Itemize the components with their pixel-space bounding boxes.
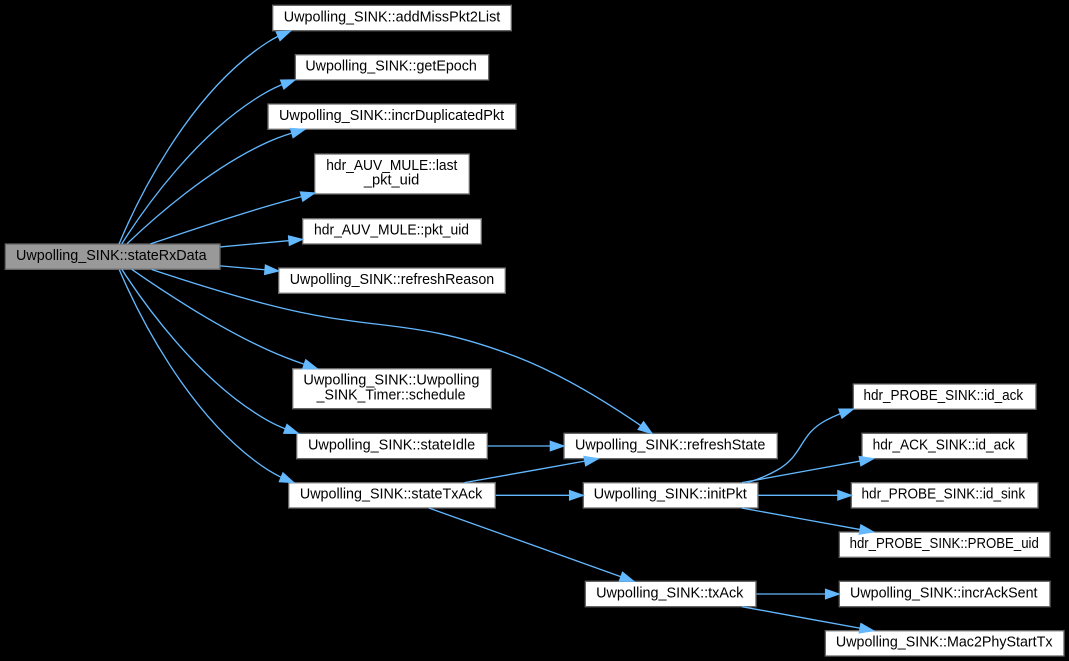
svg-text:_SINK_Timer::schedule: _SINK_Timer::schedule — [316, 387, 466, 403]
svg-text:hdr_AUV_MULE::last: hdr_AUV_MULE::last — [326, 158, 457, 174]
svg-text:Uwpolling_SINK::incrDuplicated: Uwpolling_SINK::incrDuplicatedPkt — [279, 108, 504, 124]
svg-text:Uwpolling_SINK::Mac2PhyStartTx: Uwpolling_SINK::Mac2PhyStartTx — [836, 635, 1053, 651]
svg-text:Uwpolling_SINK::refreshReason: Uwpolling_SINK::refreshReason — [290, 272, 495, 288]
svg-text:Uwpolling_SINK::addMissPkt2Lis: Uwpolling_SINK::addMissPkt2List — [284, 9, 501, 25]
svg-text:Uwpolling_SINK::stateIdle: Uwpolling_SINK::stateIdle — [308, 437, 475, 453]
svg-text:Uwpolling_SINK::stateRxData: Uwpolling_SINK::stateRxData — [16, 248, 207, 264]
svg-text:_pkt_uid: _pkt_uid — [363, 173, 419, 189]
svg-text:Uwpolling_SINK::stateTxAck: Uwpolling_SINK::stateTxAck — [300, 487, 483, 503]
svg-text:Uwpolling_SINK::getEpoch: Uwpolling_SINK::getEpoch — [305, 59, 477, 75]
svg-text:hdr_PROBE_SINK::id_sink: hdr_PROBE_SINK::id_sink — [862, 487, 1026, 503]
svg-text:Uwpolling_SINK::Uwpolling: Uwpolling_SINK::Uwpolling — [303, 373, 479, 389]
svg-text:Uwpolling_SINK::initPkt: Uwpolling_SINK::initPkt — [594, 487, 747, 503]
svg-text:Uwpolling_SINK::incrAckSent: Uwpolling_SINK::incrAckSent — [850, 585, 1037, 601]
svg-text:hdr_AUV_MULE::pkt_uid: hdr_AUV_MULE::pkt_uid — [314, 223, 469, 239]
svg-text:hdr_PROBE_SINK::PROBE_uid: hdr_PROBE_SINK::PROBE_uid — [850, 536, 1039, 552]
svg-text:hdr_ACK_SINK::id_ack: hdr_ACK_SINK::id_ack — [873, 437, 1016, 453]
svg-text:Uwpolling_SINK::refreshState: Uwpolling_SINK::refreshState — [575, 437, 765, 453]
svg-text:Uwpolling_SINK::txAck: Uwpolling_SINK::txAck — [596, 585, 744, 601]
svg-text:hdr_PROBE_SINK::id_ack: hdr_PROBE_SINK::id_ack — [864, 388, 1024, 404]
